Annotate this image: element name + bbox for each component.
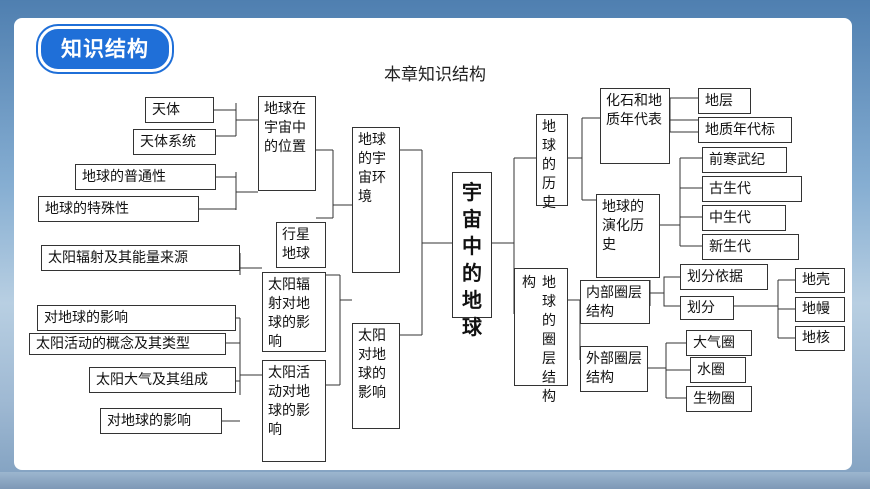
node-geologic-scale: 地质年代标 [698, 117, 792, 143]
root-node: 宇宙中的地球 [452, 172, 492, 339]
node-crust: 地壳 [795, 268, 845, 293]
node-hydrosphere: 水圈 [690, 357, 746, 383]
node-fossil-timescale: 化石和地质年代表 [600, 88, 670, 164]
sphere-structure-label: 地球的圈层结构 [542, 275, 556, 405]
bottom-strip [0, 472, 870, 489]
node-universe-env: 地球的宇宙环境 [352, 127, 400, 273]
section-label: 知识结构 [38, 26, 172, 72]
node-sphere-structure: 构 地球的圈层结构 [514, 268, 568, 405]
node-mesozoic: 中生代 [702, 205, 786, 231]
node-divide-basis: 划分依据 [680, 264, 768, 290]
node-mantle: 地幔 [795, 297, 845, 322]
node-biosphere: 生物圈 [686, 386, 752, 412]
diagram-title: 本章知识结构 [384, 65, 486, 85]
node-precambrian: 前寒武纪 [702, 147, 787, 173]
node-outer-sphere: 外部圈层结构 [580, 346, 648, 392]
node-sun-effect: 太阳对地球的影响 [352, 323, 400, 429]
node-sun-activity: 太阳活动对地球的影响 [262, 360, 326, 462]
node-radiation-energy: 太阳辐射及其能量来源 [41, 245, 240, 271]
node-planet-earth: 行星地球 [276, 222, 326, 268]
node-paleozoic: 古生代 [702, 176, 802, 202]
node-inner-sphere: 内部圈层结构 [580, 280, 650, 324]
node-core: 地核 [795, 326, 845, 351]
node-cenozoic: 新生代 [702, 234, 799, 260]
node-activity-types: 太阳活动的概念及其类型 [29, 333, 226, 355]
node-earth-position: 地球在宇宙中的位置 [258, 96, 316, 191]
node-radiation-influence: 对地球的影响 [37, 305, 236, 331]
node-sun-atmosphere: 太阳大气及其组成 [89, 367, 236, 393]
node-earth-ordinary: 地球的普通性 [75, 164, 216, 190]
node-earth-history: 地球的历史 [536, 114, 568, 211]
sphere-side-char: 构 [522, 275, 536, 291]
node-earth-special: 地球的特殊性 [38, 196, 199, 222]
node-strata: 地层 [698, 88, 751, 114]
node-atmosphere: 大气圈 [686, 330, 752, 356]
node-activity-influence: 对地球的影响 [100, 408, 222, 434]
node-celestial-system: 天体系统 [133, 129, 216, 155]
node-evolution-history: 地球的演化历史 [596, 194, 660, 278]
node-divide: 划分 [680, 296, 734, 320]
node-celestial-body: 天体 [145, 97, 214, 123]
node-sun-radiation: 太阳辐射对地球的影响 [262, 272, 326, 352]
